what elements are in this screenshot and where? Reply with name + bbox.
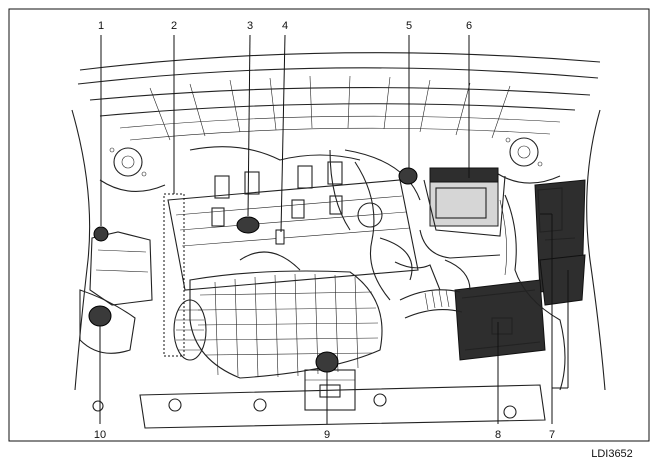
leader-lines — [99, 34, 569, 424]
figure-code: LDI3652 — [591, 448, 633, 460]
coolant-reservoir-cap — [88, 305, 112, 327]
brake-fluid-cap — [398, 167, 418, 185]
callout-3: 3 — [247, 20, 253, 32]
diagram-frame — [8, 8, 650, 442]
callout-7: 7 — [549, 429, 555, 441]
engine-bay-illustration — [71, 52, 606, 429]
oil-dipstick-handle — [275, 229, 285, 245]
washer-fluid-cap — [93, 226, 109, 242]
callout-9: 9 — [324, 429, 330, 441]
callout-4: 4 — [282, 20, 288, 32]
callout-5: 5 — [406, 20, 412, 32]
callout-1: 1 — [98, 20, 104, 32]
callout-2: 2 — [171, 20, 177, 32]
callout-8: 8 — [495, 429, 501, 441]
callout-10: 10 — [94, 429, 106, 441]
callout-6: 6 — [466, 20, 472, 32]
engine-oil-filler-cap — [236, 216, 260, 234]
radiator-cap — [315, 351, 339, 373]
